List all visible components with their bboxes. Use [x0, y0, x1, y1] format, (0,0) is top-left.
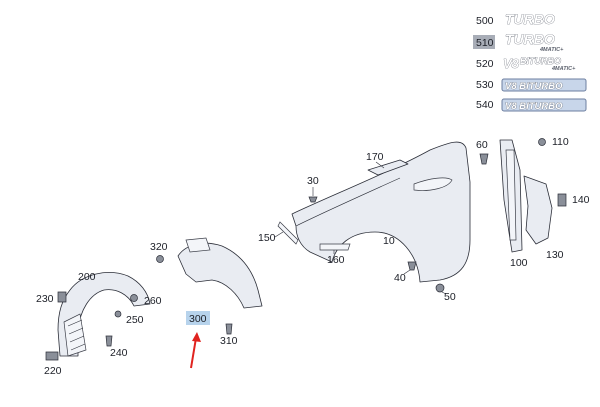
callout-10[interactable]: 10	[383, 235, 395, 247]
callout-130[interactable]: 130	[546, 249, 564, 261]
callout-510[interactable]: 510	[476, 37, 494, 49]
screw-240[interactable]	[105, 335, 113, 347]
clip-220[interactable]	[45, 351, 59, 361]
callout-300[interactable]: 300	[189, 313, 207, 325]
callout-40[interactable]: 40	[394, 272, 406, 284]
callout-110[interactable]: 110	[552, 136, 569, 148]
callout-160[interactable]: 160	[327, 254, 345, 266]
callout-100[interactable]: 100	[510, 257, 528, 269]
emblem-v8-biturbo-530: V8 BITURBO	[505, 81, 563, 92]
fender-strip-160[interactable]	[319, 243, 351, 251]
fender-body	[291, 141, 471, 283]
callout-220[interactable]: 220	[44, 365, 62, 377]
emblem-list: 500 TURBO 510 TURBO 4MATIC+ 520 V8 BITUR…	[473, 11, 587, 112]
emblem-530-plate	[501, 78, 587, 92]
nut-250[interactable]	[114, 310, 122, 318]
red-indicator-arrow	[190, 332, 201, 369]
fender-part[interactable]	[277, 141, 471, 283]
bracket-100-inner	[505, 149, 517, 241]
liner-200-grille-slats	[67, 319, 86, 351]
fender-grille-170[interactable]	[367, 159, 409, 176]
clip-140[interactable]	[557, 193, 567, 207]
nut-110[interactable]	[538, 138, 546, 146]
callout-150[interactable]: 150	[258, 232, 276, 244]
callout-530[interactable]: 530	[476, 79, 494, 91]
callout-230[interactable]: 230	[36, 293, 54, 305]
nut-320[interactable]	[156, 255, 164, 263]
emblem-v8: V8	[503, 56, 520, 71]
clip-30[interactable]	[308, 196, 318, 203]
liner-200-grille	[63, 313, 87, 357]
callout-30[interactable]: 30	[307, 175, 319, 187]
leader-40	[403, 269, 411, 275]
callout-200[interactable]: 200	[78, 271, 96, 283]
liner-300[interactable]	[177, 237, 263, 309]
leader-150	[274, 231, 284, 238]
bracket-130-body	[523, 175, 553, 245]
nut-260[interactable]	[130, 294, 138, 302]
callout-500[interactable]: 500	[476, 15, 494, 27]
callout-540[interactable]: 540	[476, 99, 494, 111]
liner-200[interactable]	[57, 272, 151, 357]
callout-320[interactable]: 320	[150, 241, 168, 253]
nut-50[interactable]	[435, 283, 445, 293]
callout-310[interactable]: 310	[220, 335, 238, 347]
callout-140[interactable]: 140	[572, 194, 590, 206]
clip-230[interactable]	[57, 291, 67, 303]
callout-300-highlight	[186, 311, 210, 325]
fender-vent-slot	[413, 177, 453, 191]
emblem-4matic-sub: 4MATIC+	[539, 47, 564, 53]
callout-510-box	[473, 35, 495, 49]
emblem-biturbo: BITURBO	[520, 56, 561, 66]
callout-60[interactable]: 60	[476, 139, 488, 151]
arrow-head	[192, 332, 201, 342]
emblem-turbo: TURBO	[505, 11, 555, 27]
emblem-biturbo-sub: 4MATIC+	[551, 66, 576, 72]
callout-170[interactable]: 170	[366, 151, 384, 163]
callout-50[interactable]: 50	[444, 291, 456, 303]
arrow-shaft	[190, 337, 197, 369]
emblem-540-plate	[501, 98, 587, 112]
bracket-130[interactable]	[523, 175, 553, 245]
leader-170	[375, 161, 385, 169]
callout-250[interactable]: 250	[126, 314, 144, 326]
bracket-100[interactable]	[499, 139, 523, 253]
bolt-60[interactable]	[479, 153, 489, 165]
screw-310[interactable]	[225, 323, 233, 335]
emblem-turbo-4matic: TURBO	[505, 31, 555, 47]
callout-240[interactable]: 240	[110, 347, 128, 359]
fender-crease-line	[295, 177, 401, 227]
callout-520[interactable]: 520	[476, 58, 494, 70]
fender-strip-150[interactable]	[277, 221, 299, 245]
liner-200-body	[57, 272, 151, 357]
liner-300-tab	[185, 237, 211, 253]
liner-300-body	[177, 242, 263, 309]
leader-50	[441, 291, 447, 295]
emblem-v8-biturbo-540: V8 BITURBO	[505, 101, 563, 112]
bolt-40[interactable]	[407, 261, 417, 271]
callout-260[interactable]: 260	[144, 295, 162, 307]
